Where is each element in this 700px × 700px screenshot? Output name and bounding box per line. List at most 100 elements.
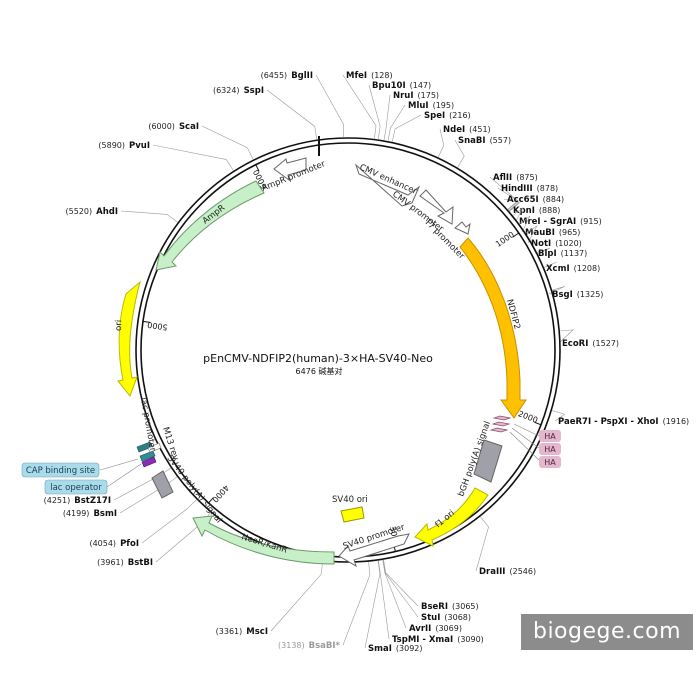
site-name: SpeI	[424, 111, 445, 121]
site-scai[interactable]: (6000)ScaI	[148, 122, 254, 160]
site-name: AflII	[493, 173, 512, 183]
site-leader	[342, 561, 371, 646]
sv40-polya-box[interactable]	[151, 470, 174, 499]
ndfip2-arrow[interactable]	[459, 237, 527, 419]
lac-operator-badge[interactable]: lac operator	[44, 479, 108, 495]
site-xcmi[interactable]: XcmI(1208)	[542, 261, 600, 274]
svg-text:HA: HA	[544, 458, 556, 467]
ampr-promoter-arrow[interactable]	[273, 157, 307, 182]
site-label: TspMI - XmaI(3090)	[392, 635, 484, 645]
cap-binding-mark[interactable]	[141, 456, 157, 468]
site-draiii[interactable]: DraIII(2546)	[475, 516, 536, 577]
tick-mark	[208, 497, 214, 504]
site-maubi[interactable]: MauBI(965)	[519, 215, 581, 238]
tick-mark	[255, 164, 260, 172]
site-tspmi-xmai[interactable]: TspMI - XmaI(3090)	[378, 560, 484, 645]
lac-operator-mark[interactable]	[139, 450, 156, 462]
ha-badge-2[interactable]: HA	[539, 443, 561, 455]
site-name: SspI	[244, 86, 264, 96]
site-name: BsmI	[93, 509, 117, 519]
t7-promoter-label: T7 promoter	[421, 216, 466, 261]
site-label: (6455)BglII	[261, 71, 313, 81]
sv40-ori-box[interactable]	[340, 506, 365, 523]
site-smai[interactable]: SmaI(3092)	[364, 560, 423, 654]
site-mrei-sgrai[interactable]: MreI - SgrAI(915)	[513, 207, 602, 227]
site-paer7i-pspxi-xhoi[interactable]: PaeR7I - PspXI - XhoI(1916)	[552, 410, 690, 427]
sv40-ori-label: SV40 ori	[332, 495, 368, 505]
site-pvui[interactable]: (5890)PvuI	[98, 141, 234, 171]
site-label: NotI(1020)	[531, 239, 582, 249]
site-leader	[392, 114, 422, 142]
f1-ori-arrow[interactable]	[414, 487, 489, 547]
site-bsabi-[interactable]: (3138)BsaBI*	[278, 561, 371, 651]
cap-binding-site-badge[interactable]: CAP binding site	[21, 462, 100, 478]
site-position: (175)	[418, 91, 440, 100]
site-label: XcmI(1208)	[546, 264, 600, 274]
site-kpni[interactable]: KpnI(888)	[509, 202, 561, 216]
site-leader	[387, 104, 406, 141]
site-leader	[552, 410, 566, 422]
neor-kanr-arrow[interactable]	[192, 515, 335, 565]
site-label: (3361)MscI	[216, 627, 268, 637]
cap-leader	[99, 458, 139, 471]
site-pfoi[interactable]: (4054)PfoI	[89, 499, 197, 549]
site-mfei[interactable]: MfeI(128)	[342, 71, 393, 139]
site-bseri[interactable]: BseRI(3065)	[383, 559, 479, 612]
site-bglii[interactable]: (6455)BglII	[261, 71, 344, 138]
site-name: XcmI	[546, 264, 570, 274]
site-bsgi[interactable]: BsgI(1325)	[548, 286, 603, 300]
site-name: MluI	[408, 101, 429, 111]
site-mlui[interactable]: MluI (195)	[387, 101, 455, 141]
site-name: ScaI	[179, 122, 199, 132]
site-name: AvrII	[409, 624, 431, 634]
site-position: (195)	[433, 101, 455, 110]
site-spei[interactable]: SpeI (216)	[392, 111, 471, 142]
site-msci[interactable]: (3361)MscI	[216, 561, 323, 637]
site-leader	[558, 329, 574, 344]
svg-text:HA: HA	[544, 445, 556, 454]
ha-badge-3[interactable]: HA	[539, 456, 561, 468]
ha-tag-segment-2[interactable]	[491, 421, 511, 427]
site-sspi[interactable]: (6324)SspI	[213, 86, 317, 140]
site-bpu10i[interactable]: Bpu10I(147)	[368, 81, 431, 140]
tick-label: 1000	[494, 230, 516, 249]
site-leader	[364, 560, 381, 649]
cmv-enhancer-arrow[interactable]	[354, 163, 421, 207]
svg-text:CAP binding site: CAP binding site	[26, 466, 95, 476]
site-ndei[interactable]: NdeI(451)	[437, 125, 491, 158]
sv40-promoter-arrow[interactable]	[338, 533, 410, 568]
site-ahdi[interactable]: (5520)AhdI	[66, 207, 178, 223]
site-avrii[interactable]: AvrII(3069)	[382, 560, 462, 634]
site-leader	[270, 561, 323, 632]
site-nrui[interactable]: NruI(175)	[383, 91, 440, 141]
ha-badge-1[interactable]: HA	[539, 430, 561, 442]
site-name: BseRI	[421, 602, 448, 612]
site-leader	[497, 187, 519, 210]
backbone-outer-circle	[135, 137, 561, 563]
site-position: (5890)	[98, 141, 125, 150]
cmv-promoter-arrow[interactable]	[419, 189, 454, 225]
ha-tag-segment-3[interactable]	[489, 427, 509, 433]
site-label: (5890)PvuI	[98, 141, 150, 151]
site-label: MfeI(128)	[346, 71, 393, 81]
site-position: (1916)	[663, 417, 690, 426]
site-leader	[454, 139, 465, 168]
tick-mark	[512, 232, 520, 238]
site-hindiii[interactable]: HindIII(878)	[497, 184, 558, 210]
lac-promoter-arrow[interactable]	[147, 442, 162, 453]
ampr-arrow[interactable]	[155, 180, 265, 271]
ha-tag-segment-1[interactable]	[492, 415, 512, 421]
t7-promoter-arrow[interactable]	[454, 221, 471, 235]
site-ecori[interactable]: EcoRI(1527)	[558, 329, 619, 349]
site-blpi[interactable]: BlpI(1137)	[534, 247, 587, 259]
ori-arrow[interactable]	[117, 280, 141, 398]
site-noti[interactable]: NotI(1020)	[525, 225, 582, 249]
site-snabi[interactable]: SnaBI(557)	[454, 136, 511, 168]
site-label: EcoRI(1527)	[562, 339, 619, 349]
tick-label: 5000	[147, 320, 168, 332]
site-stui[interactable]: StuI(3068)	[382, 560, 471, 623]
site-position: (216)	[449, 111, 471, 120]
bgh-polya-box[interactable]	[473, 439, 503, 483]
site-leader	[383, 559, 419, 607]
site-acc65i[interactable]: Acc65I(884)	[503, 195, 564, 211]
